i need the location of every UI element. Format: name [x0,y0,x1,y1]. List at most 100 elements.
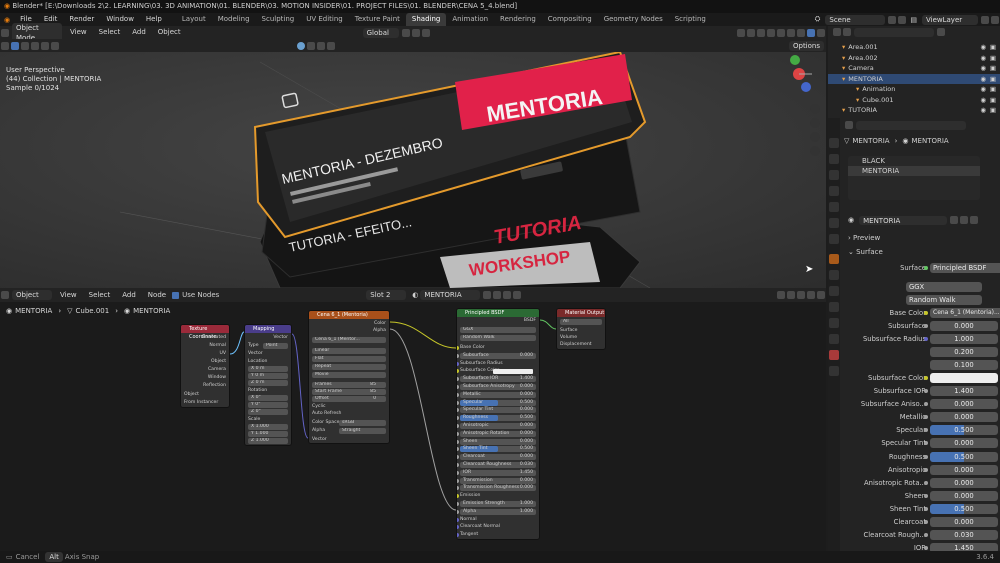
menu-window[interactable]: Window [106,15,134,23]
texture-tab-icon[interactable] [829,366,839,376]
editor-type-icon[interactable] [1,28,9,37]
tab-geometry-nodes[interactable]: Geometry Nodes [603,15,663,23]
unlink-material-icon[interactable] [503,291,512,299]
scene-tab-icon[interactable] [829,202,839,212]
material-datablock-field[interactable]: MENTORIA [859,215,948,225]
tab-shading[interactable]: Shading [405,13,447,26]
visibility-eye-icon[interactable]: ◉ [980,74,986,83]
object-field[interactable]: Object [184,392,199,397]
property-value-field[interactable]: 0.000 [930,412,998,423]
visibility-eye-icon[interactable]: ◉ [980,64,986,72]
breadcrumb-object[interactable]: Cube.001 [75,307,110,315]
viewport-menu-view[interactable]: View [70,28,87,36]
material-slot-black[interactable]: BLACK [862,157,886,165]
property-value-field[interactable]: 0.500 [930,425,998,436]
outliner-item[interactable]: ▾Area.002◉▣ [828,53,1000,63]
sidebar-toggle-icon[interactable] [817,291,825,299]
snap-icon[interactable] [411,28,420,37]
tab-rendering[interactable]: Rendering [500,15,536,23]
property-value-field[interactable]: 0.000 [930,477,998,488]
cyclic-checkbox[interactable]: Cyclic [312,404,326,409]
fake-user-icon[interactable] [483,291,492,299]
object-tab-icon[interactable] [829,254,839,264]
select-mode-subtract-icon[interactable] [31,41,39,50]
view-layer-tab-icon[interactable] [829,186,839,196]
tab-layout[interactable]: Layout [181,15,206,23]
breadcrumb-material-2[interactable]: MENTORIA [133,307,171,315]
color-space-dropdown[interactable]: sRGB [339,420,386,426]
location-y[interactable]: Y 0 m [248,373,288,379]
tab-compositing[interactable]: Compositing [547,15,592,23]
property-value-field[interactable]: 0.000 [930,490,998,501]
select-mode-intersect-icon[interactable] [51,41,59,50]
property-value-field[interactable]: 0.200 [930,347,998,358]
property-value-field[interactable]: 0.030 [930,529,998,540]
tool-tab-icon[interactable] [829,138,839,148]
subsurface-method-dropdown[interactable]: Random Walk [906,295,982,305]
3d-viewport[interactable]: WORKSHOP TUTORIA - EFEITO... TUTORIA MEN… [0,52,826,288]
world-tab-icon[interactable] [829,218,839,228]
shader-type-dropdown[interactable]: Object [12,290,52,300]
outliner-item[interactable]: ▾Area.001◉▣ [828,42,1000,52]
input-socket[interactable] [457,346,459,350]
node-overlay-icon[interactable] [807,291,815,299]
display-mode-icon[interactable] [843,28,851,36]
input-socket[interactable] [457,478,459,483]
breadcrumb-material[interactable]: MENTORIA [15,307,53,315]
delete-scene-icon[interactable] [898,15,907,24]
scale-y[interactable]: Y 1.000 [248,431,288,437]
panel-preview[interactable]: › Preview [848,234,881,242]
viewport-menu-add[interactable]: Add [132,28,146,36]
duplicate-material-icon[interactable] [960,216,969,224]
gizmo-y-axis[interactable] [790,55,800,65]
select-mode-invert-icon[interactable] [41,41,49,50]
camera-view-icon[interactable] [810,132,820,142]
property-value-field[interactable]: 0.000 [930,516,998,527]
node-header[interactable]: Material Output [557,309,605,317]
material-ball-icon[interactable]: ◐ [412,291,419,299]
visibility-eye-icon[interactable]: ◉ [980,43,986,51]
material-tab-icon[interactable] [829,350,839,360]
node-header[interactable]: Mapping [245,325,291,333]
snap-mode-icon[interactable] [787,291,795,299]
snap-node-icon[interactable] [777,291,785,299]
render-visibility-icon[interactable]: ▣ [989,106,996,114]
node-menu-node[interactable]: Node [147,290,167,299]
node-mapping[interactable]: Mapping Vector Type Point Vector Locatio… [244,324,292,446]
transform-orientation-dropdown[interactable]: Global [362,27,399,38]
input-socket[interactable] [457,502,459,506]
zoom-icon[interactable] [810,104,820,114]
pan-hand-icon[interactable] [810,118,820,128]
wireframe-shading-icon[interactable] [777,28,785,37]
render-visibility-icon[interactable]: ▣ [989,43,996,51]
material-ball-icon[interactable]: ◉ [848,216,855,224]
rendered-shading-icon[interactable] [807,28,815,37]
visibility-eye-icon[interactable]: ◉ [980,53,986,62]
input-socket[interactable] [457,525,459,530]
fake-user-icon[interactable] [950,216,959,224]
output-tab-icon[interactable] [829,170,839,180]
distribution-dropdown[interactable]: GGX [906,282,982,292]
image-selector[interactable]: Cena 6_1 (Mentor... [312,337,386,343]
viewport-menu-object[interactable]: Object [157,28,181,36]
perspective-toggle-icon[interactable] [810,146,820,156]
render-visibility-icon[interactable]: ▣ [989,85,996,93]
tab-sculpting[interactable]: Sculpting [261,15,295,23]
input-socket[interactable] [457,431,459,436]
property-value-field[interactable]: 0.000 [930,438,998,449]
pin-icon[interactable] [513,291,522,299]
xray-icon[interactable] [767,28,775,37]
render-visibility-icon[interactable]: ▣ [989,64,996,72]
properties-search-field[interactable] [856,120,966,130]
properties-editor-type-icon[interactable] [845,121,853,129]
view-layer-selector[interactable]: ViewLayer [922,14,978,25]
